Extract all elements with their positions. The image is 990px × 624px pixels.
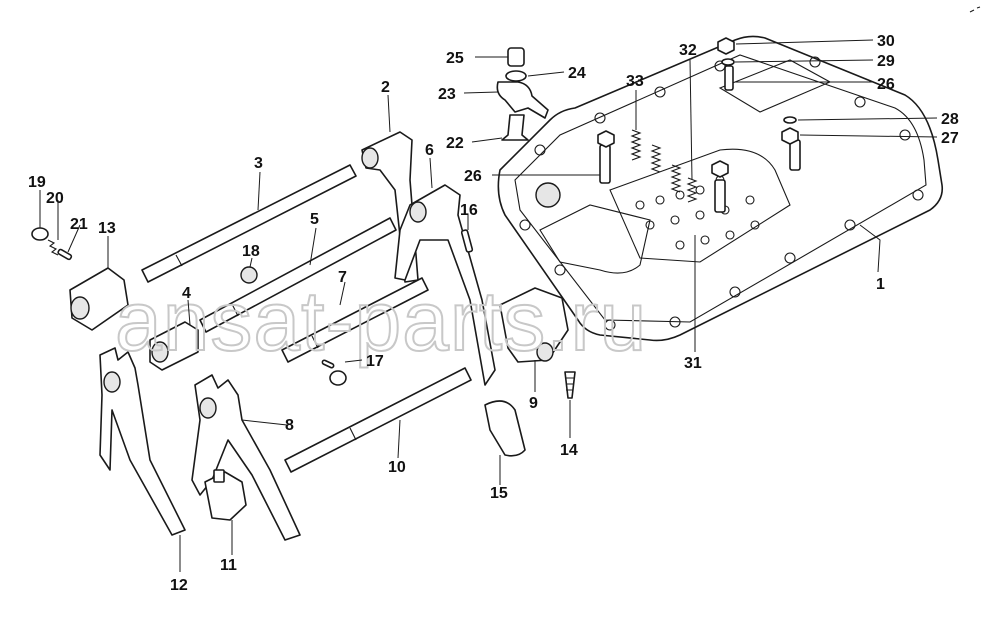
callout-26-lower: 26 bbox=[464, 168, 482, 185]
callout-19: 19 bbox=[28, 174, 46, 191]
shift-rail-part-3 bbox=[141, 164, 357, 283]
callout-1: 1 bbox=[876, 276, 885, 293]
callout-32: 32 bbox=[679, 42, 697, 59]
pad-part-15 bbox=[484, 400, 526, 457]
callout-6: 6 bbox=[425, 142, 434, 159]
ball-part-18 bbox=[240, 266, 258, 284]
callout-12: 12 bbox=[170, 577, 188, 594]
callout-9: 9 bbox=[529, 395, 538, 412]
callout-25: 25 bbox=[446, 50, 464, 67]
callout-13: 13 bbox=[98, 220, 116, 237]
callout-21: 21 bbox=[70, 216, 88, 233]
callout-5: 5 bbox=[310, 211, 319, 228]
callout-29: 29 bbox=[877, 53, 895, 70]
callout-18: 18 bbox=[242, 243, 260, 260]
shift-fork-part-6 bbox=[394, 184, 496, 386]
plug-spring-ball-parts-19-21 bbox=[31, 227, 73, 261]
callout-23: 23 bbox=[438, 86, 456, 103]
callout-30: 30 bbox=[877, 33, 895, 50]
callout-17: 17 bbox=[366, 353, 384, 370]
callout-27: 27 bbox=[941, 130, 959, 147]
selector-block-part-9 bbox=[499, 287, 569, 363]
callout-7: 7 bbox=[338, 269, 347, 286]
callout-3: 3 bbox=[254, 155, 263, 172]
detent-springs-part-33 bbox=[630, 129, 698, 203]
callout-26-upper: 26 bbox=[877, 76, 895, 93]
shift-rail-part-10 bbox=[284, 367, 472, 473]
callout-16: 16 bbox=[460, 202, 478, 219]
selector-lever-assembly bbox=[496, 47, 549, 141]
callout-labels: 1 2 3 4 5 6 7 8 9 10 11 12 13 14 15 16 1… bbox=[28, 33, 959, 594]
callout-2: 2 bbox=[381, 79, 390, 96]
selector-block-part-11 bbox=[204, 469, 247, 521]
callout-28: 28 bbox=[941, 111, 959, 128]
pin-part-17 bbox=[321, 359, 347, 386]
cover-studs-and-nuts bbox=[597, 37, 801, 213]
callout-14: 14 bbox=[560, 442, 578, 459]
callout-10: 10 bbox=[388, 459, 406, 476]
pin-part-16 bbox=[460, 229, 474, 253]
shift-fork-part-12 bbox=[99, 347, 186, 536]
callout-31: 31 bbox=[684, 355, 702, 372]
watermark: ansat-parts.ru bbox=[115, 274, 647, 368]
callout-4: 4 bbox=[182, 285, 191, 302]
leader-lines bbox=[39, 39, 938, 572]
shift-rail-part-5 bbox=[199, 217, 397, 333]
screw-part-14 bbox=[564, 371, 576, 399]
shift-rail-part-7 bbox=[281, 277, 429, 363]
callout-15: 15 bbox=[490, 485, 508, 502]
callout-33: 33 bbox=[626, 73, 644, 90]
shift-fork-part-8 bbox=[191, 374, 301, 541]
callout-8: 8 bbox=[285, 417, 294, 434]
detent-block-part-4 bbox=[149, 321, 199, 371]
callout-24: 24 bbox=[568, 65, 586, 82]
callout-11: 11 bbox=[220, 557, 237, 574]
callout-20: 20 bbox=[46, 190, 64, 207]
corner-mark bbox=[969, 6, 981, 13]
callout-22: 22 bbox=[446, 135, 464, 152]
